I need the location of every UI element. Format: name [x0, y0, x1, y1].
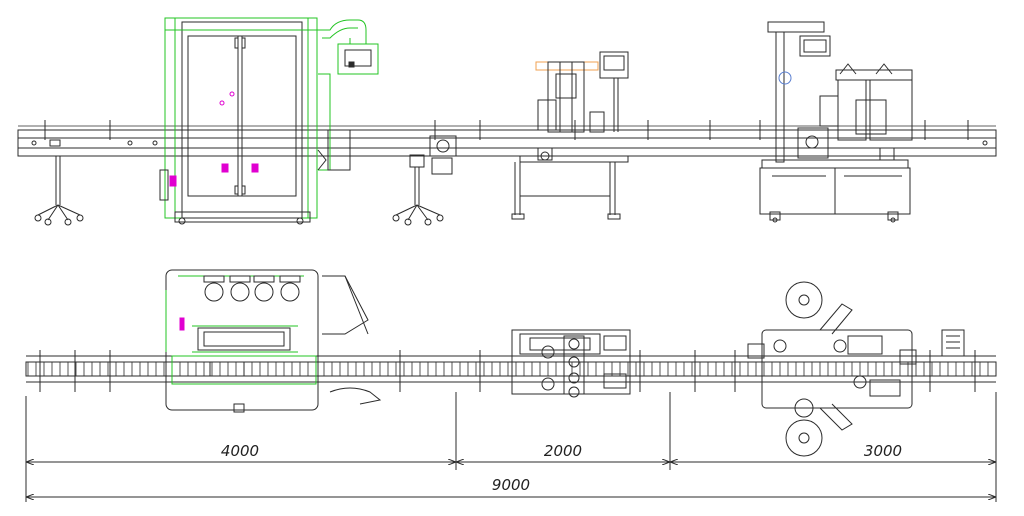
labeling-machine-elevation [759, 21, 913, 223]
plan-guide-posts [39, 350, 976, 392]
dimension-label-4000: 4000 [221, 442, 259, 460]
filling-machine-elevation [159, 17, 318, 225]
side-elevation-view [17, 17, 997, 226]
capping-machine-plan [511, 329, 631, 398]
dimension-label-2000: 2000 [544, 442, 582, 460]
capping-machine-elevation [511, 51, 629, 220]
labeling-machine-plan [747, 281, 965, 457]
middle-conveyor-stand [392, 135, 457, 226]
left-conveyor-stand [34, 156, 84, 226]
dimension-lines [25, 392, 997, 502]
filling-machine-plan [165, 269, 382, 413]
dimension-label-3000: 3000 [864, 442, 902, 460]
plan-view [25, 269, 997, 502]
dimension-label-9000: 9000 [492, 476, 530, 494]
filling-heads [203, 275, 301, 302]
guide-posts [44, 120, 969, 140]
filling-control-arm [317, 19, 379, 171]
